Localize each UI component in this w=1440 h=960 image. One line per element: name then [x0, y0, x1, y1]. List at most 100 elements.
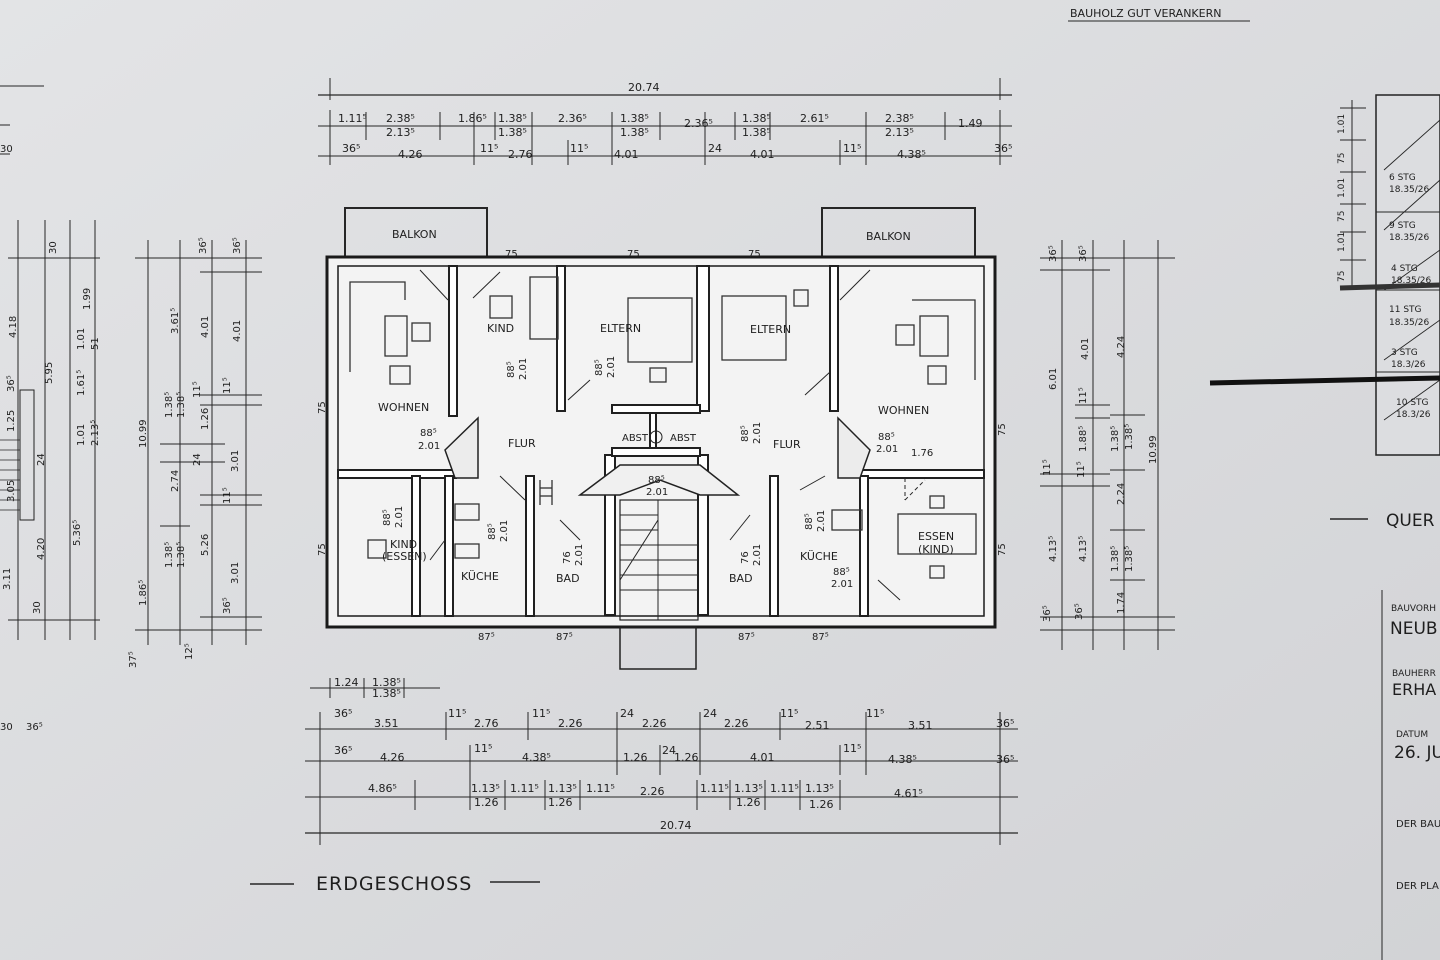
dim-top-r2-1: 4.26	[398, 148, 423, 161]
dim-left-c4-3: 3.01	[230, 450, 241, 472]
dim-top-r1-9: 2.38⁵	[885, 112, 914, 125]
dim-bot-r2-7: 4.01	[750, 751, 775, 764]
dim-right-c3-0: 4.24	[1116, 336, 1127, 358]
dim-farleft-3: 30	[48, 241, 59, 254]
dim-farleft-2: 1.25	[6, 410, 17, 432]
dim-left-c4-4: 3.01	[230, 562, 241, 584]
dim-bot-r3-10: 4.61⁵	[894, 787, 923, 800]
dim-bot-r2-1: 4.26	[380, 751, 405, 764]
door-dim-8b: 2.01	[574, 544, 585, 566]
dim-bot-small-0: 1.24	[334, 676, 359, 689]
win-dim-r1: 75	[997, 423, 1008, 436]
door-dim-176: 1.76	[911, 448, 933, 459]
room-bad-left: BAD	[556, 572, 580, 585]
door-dim-2b: 2.01	[876, 444, 898, 455]
dim-top-r1-0: 1.11⁵	[338, 112, 367, 125]
dim-sec-1: 75	[1337, 153, 1347, 164]
dim-sec-0: 1.01	[1337, 114, 1347, 134]
dim-top-r2-9: 4.38⁵	[897, 148, 926, 161]
dim-top-r1-3: 1.38⁵	[498, 112, 527, 125]
dim-top-r2-5: 4.01	[614, 148, 639, 161]
window-dimensions: 75 75 75 87⁵ 87⁵ 87⁵ 87⁵ 75 75 75 75	[317, 249, 1008, 643]
dim-right-c2-4: 11⁵	[1076, 461, 1087, 478]
dim-farleft-11: 24	[36, 453, 47, 466]
dim-right-c1-2: 11⁵	[1042, 459, 1053, 476]
dim-right-c2-1: 4.01	[1080, 338, 1091, 360]
dim-left-c2-6: 12⁵	[184, 643, 195, 660]
dim-bot-r1-0: 36⁵	[334, 707, 352, 720]
right-section-drawing: 1.01 75 1.01 75 1.01 75 6 STG 18.35/26 9…	[1209, 94, 1440, 456]
bottom-dimension-chain: 1.24 1.38⁵ 1.38⁵ 36⁵ 3.51 11⁵ 2.76 11⁵ 2…	[305, 676, 1018, 845]
dim-right-c4-2: 10.99	[1148, 435, 1159, 464]
dim-sec-5: 75	[1337, 271, 1347, 282]
win-dim-t2: 75	[627, 249, 640, 260]
dim-right-c3-4: 1.74	[1116, 592, 1127, 614]
dim-bot-r3-3: 1.13⁵	[548, 782, 577, 795]
dim-right-c2-5: 4.13⁵	[1078, 536, 1089, 562]
stair-1-a: 9 STG	[1389, 221, 1416, 231]
room-bad-right: BAD	[729, 572, 753, 585]
dim-farleft-9: 51	[90, 337, 101, 350]
dim-top-r1-7: 1.38⁵	[742, 112, 771, 125]
dim-left-c3-2: 11⁵	[192, 381, 203, 398]
dim-sec-2: 1.01	[1337, 178, 1347, 198]
dim-top-r2-6: 24	[708, 142, 722, 155]
dim-farleft-17: 30	[0, 722, 13, 733]
dim-right-c3-3: 1.38⁵	[1110, 546, 1121, 572]
room-wohnen-right: WOHNEN	[878, 404, 929, 417]
dim-top-r1b-2: 1.38⁵	[620, 126, 649, 139]
dim-right-c3-2: 2.24	[1116, 483, 1127, 505]
door-dim-7b: 2.01	[499, 520, 510, 542]
title-block: BAUVORH NEUB BAUHERR ERHA DATUM 26. JU D…	[1381, 590, 1440, 960]
door-dim-11b: 2.01	[831, 579, 853, 590]
dim-bot-r1-2: 11⁵	[448, 707, 466, 720]
dim-farleft-5: 1.01	[76, 328, 87, 350]
dim-left-c3-4: 24	[192, 453, 203, 466]
section-label-group: QUER	[1330, 511, 1435, 531]
dim-top-r2-7: 4.01	[750, 148, 775, 161]
dim-right-c2-2: 11⁵	[1078, 387, 1089, 404]
balconies: BALKON BALKON	[344, 207, 976, 258]
top-dimension-chain: 20.74 1.11⁵ 2.38⁵ 1.86⁵ 1.38⁵ 2.36⁵ 1.38…	[318, 78, 1012, 165]
dim-farleft-15: 3.11	[2, 568, 13, 590]
door-swings	[419, 269, 926, 601]
dim-top-r1-2: 1.86⁵	[458, 112, 487, 125]
dim-farleft-1: 36⁵	[6, 375, 17, 392]
stair-5-b: 18.3/26	[1396, 410, 1431, 420]
door-dim-7a: 88⁵	[487, 523, 498, 540]
furniture	[349, 276, 977, 579]
dim-top-r1-6: 2.36⁵	[684, 117, 713, 130]
dim-right-c4-0: 1.38⁵	[1124, 424, 1135, 450]
dim-bot-r1-10: 11⁵	[780, 707, 798, 720]
room-flur-left: FLUR	[508, 437, 536, 450]
door-dim-4a: 88⁵	[594, 359, 605, 376]
win-dim-t1: 75	[505, 249, 518, 260]
room-labels: WOHNEN WOHNEN KIND ELTERN ELTERN FLUR FL…	[378, 322, 954, 585]
stair-3-a: 11 STG	[1389, 305, 1422, 315]
dim-bot-r3-7: 1.13⁵	[734, 782, 763, 795]
dim-bot-r3-4: 1.11⁵	[586, 782, 615, 795]
room-essen-kind-1: ESSEN	[918, 530, 954, 543]
dim-top-r1-10: 1.49	[958, 117, 983, 130]
door-dim-9b: 2.01	[752, 544, 763, 566]
win-dim-b1: 87⁵	[478, 632, 495, 643]
door-dim-11a: 88⁵	[833, 567, 850, 578]
room-kueche-left: KÜCHE	[461, 570, 499, 583]
dim-top-r2-10: 36⁵	[994, 142, 1012, 155]
dim-farleft-8: 1.01	[76, 424, 87, 446]
win-dim-r2: 75	[997, 543, 1008, 556]
left-dimension-chains: 10.99 1.86⁵ 37⁵ 3.61⁵ 1.38⁵ 1.38⁵ 2.74 1…	[128, 237, 262, 668]
room-essen-kind-2: (KIND)	[918, 543, 954, 556]
dim-bot-r3-1: 1.13⁵	[471, 782, 500, 795]
dim-bot-r1-9: 2.26	[724, 717, 749, 730]
stair-2-b: 18.35/26	[1391, 276, 1432, 286]
dim-right-c2-6: 36⁵	[1074, 603, 1085, 620]
dim-bot-r1-11: 2.51	[805, 719, 830, 732]
dim-right-c1-1: 6.01	[1048, 368, 1059, 390]
stair-0-b: 18.35/26	[1389, 185, 1430, 195]
dim-bot-r2-3: 4.38⁵	[522, 751, 551, 764]
door-dim-5a: 88⁵	[740, 425, 751, 442]
interior-walls	[337, 265, 985, 617]
dim-top-r1-5: 1.38⁵	[620, 112, 649, 125]
